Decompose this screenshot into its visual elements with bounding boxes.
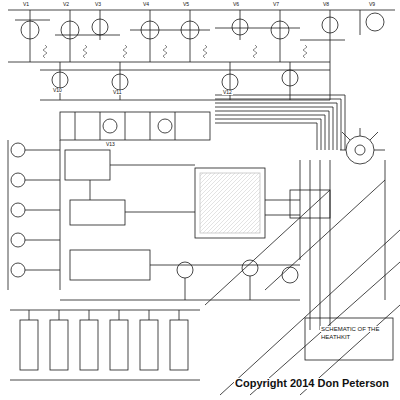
tube-label: V4	[142, 2, 150, 7]
tube-label: V5	[182, 2, 190, 7]
tube-label: V2	[62, 2, 70, 7]
resistor-symbol	[303, 45, 307, 58]
tube-label: V7	[272, 2, 280, 7]
title-text: HEATHKIT	[320, 334, 351, 340]
copyright-note: Copyright 2014 Don Peterson	[234, 378, 390, 389]
resistor-symbol	[253, 45, 257, 58]
tube-label: V6	[232, 2, 240, 7]
tube-label: V13	[105, 142, 116, 147]
tube-label: V9	[368, 2, 376, 7]
resistor-symbol	[123, 45, 127, 58]
tube-label: V8	[322, 2, 330, 7]
resistor-symbol	[203, 45, 207, 58]
resistor-symbol	[83, 45, 87, 58]
resistor-symbol	[163, 45, 167, 58]
tube-label: V10	[52, 88, 63, 93]
tube-label: V3	[94, 2, 102, 7]
title-text: SCHEMATIC OF THE	[320, 326, 380, 332]
tube-label: V12	[222, 90, 233, 95]
tube-label: V1	[22, 2, 30, 7]
tube-label: V11	[112, 90, 123, 95]
resistor-symbol	[43, 45, 47, 58]
